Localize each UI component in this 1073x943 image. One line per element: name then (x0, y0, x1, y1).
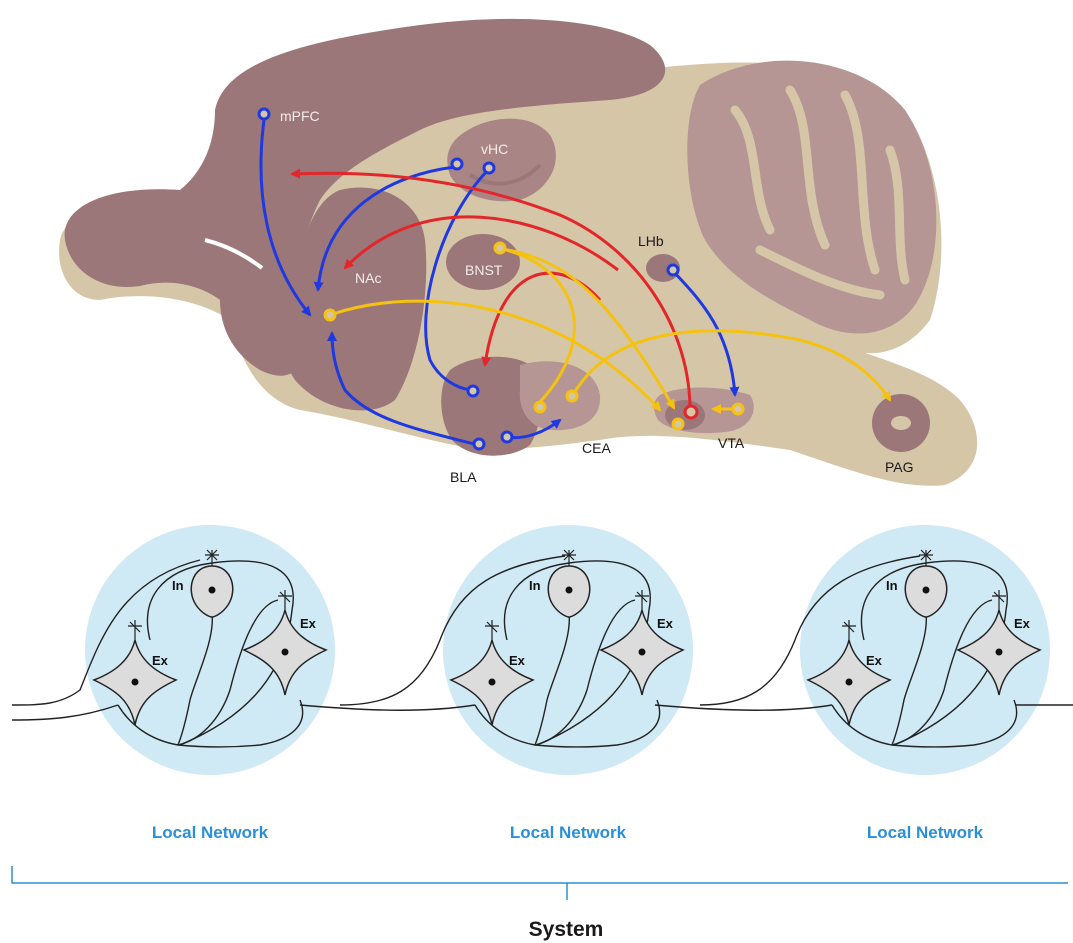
local-network-label: Local Network (867, 823, 984, 842)
local-network-label: Local Network (152, 823, 269, 842)
label-lhb: LHb (638, 233, 664, 249)
terminal-nac (325, 310, 335, 320)
label-vta: VTA (718, 435, 745, 451)
ex-label-a: Ex (866, 653, 883, 668)
ex-label-b: Ex (300, 616, 317, 631)
label-mpfc: mPFC (280, 108, 320, 124)
terminal-vta-red (685, 406, 697, 418)
terminal-cea-2 (567, 391, 577, 401)
in-label: In (886, 578, 898, 593)
ex-label-b: Ex (1014, 616, 1031, 631)
label-bla: BLA (450, 469, 477, 485)
label-cea: CEA (582, 440, 611, 456)
ex-label-a: Ex (152, 653, 169, 668)
ex-label-a: Ex (509, 653, 526, 668)
in-label: In (172, 578, 184, 593)
local-network-label: Local Network (510, 823, 627, 842)
terminal-vhc-2 (484, 163, 494, 173)
label-nac: NAc (355, 270, 381, 286)
terminal-vta-1 (733, 404, 743, 414)
terminal-bla-1 (468, 386, 478, 396)
system-bracket (12, 866, 1068, 900)
terminal-bla-3 (502, 432, 512, 442)
terminal-cea-1 (535, 402, 545, 412)
terminal-bla-2 (474, 439, 484, 449)
pag-aqueduct (891, 416, 911, 430)
terminal-mpfc (259, 109, 269, 119)
link-net2-to-net3-bottom (655, 705, 832, 710)
terminal-vta-2 (673, 419, 683, 429)
system-label: System (529, 918, 604, 941)
terminal-bnst (495, 243, 505, 253)
label-pag: PAG (885, 459, 914, 475)
ex-label-b: Ex (657, 616, 674, 631)
in-label: In (529, 578, 541, 593)
label-bnst: BNST (465, 262, 503, 278)
link-net1-to-net2-bottom (300, 705, 475, 710)
terminal-vhc-1 (452, 159, 462, 169)
network-section: In Ex Ex Local Network (12, 525, 1073, 941)
terminal-lhb (668, 265, 678, 275)
label-vhc: vHC (481, 141, 508, 157)
